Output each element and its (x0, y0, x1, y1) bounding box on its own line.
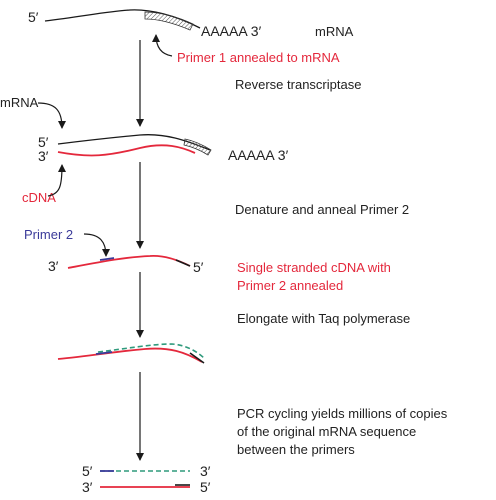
step2-five-prime-label: 5′ (38, 134, 49, 150)
step2-poly-a-tail: AAAAA 3′ (228, 147, 289, 163)
pcr-cycling-line2: of the original mRNA sequence (237, 424, 416, 439)
cdna-label: cDNA (22, 190, 56, 205)
step3-three-prime-label: 3′ (48, 258, 59, 274)
reverse-transcriptase-label: Reverse transcriptase (235, 77, 361, 92)
step1-mrna-label: mRNA (315, 24, 354, 39)
step3-five-prime-label: 5′ (193, 259, 204, 275)
step2-mrna-label: mRNA (0, 95, 39, 110)
primer2-label: Primer 2 (24, 227, 73, 242)
final-three-prime-right: 3′ (200, 463, 211, 479)
final-five-prime-left: 5′ (82, 463, 93, 479)
step1-five-prime-label: 5′ (28, 9, 39, 25)
cdna-pointer-arrow (47, 164, 66, 197)
primer1-label: Primer 1 annealed to mRNA (177, 50, 340, 65)
single-stranded-result-line1: Single stranded cDNA with (237, 260, 391, 275)
primer2-pointer-arrow (83, 233, 110, 257)
step4-primer1-end (189, 352, 205, 364)
step4-primer2 (95, 351, 113, 355)
elongate-taq-label: Elongate with Taq polymerase (237, 311, 410, 326)
step2-three-prime-label: 3′ (38, 148, 49, 164)
step3-primer2 (99, 257, 115, 261)
final-three-prime-left: 3′ (82, 479, 93, 495)
primer1-pointer-arrow (152, 34, 173, 57)
denature-anneal-label: Denature and anneal Primer 2 (235, 202, 409, 217)
step3-cdna-strand (67, 255, 191, 269)
primer1-hatched (144, 11, 194, 31)
pcr-cycling-line1: PCR cycling yields millions of copies (237, 406, 448, 421)
step2-primer1-hatched (183, 138, 212, 156)
step4-new-strand-dashed (97, 343, 205, 359)
step2-cdna-strand (57, 144, 196, 157)
step1-poly-a-tail: AAAAA 3′ (201, 23, 262, 39)
final-five-prime-right: 5′ (200, 479, 211, 495)
step3-primer1-end (175, 259, 191, 267)
step2-mrna-pointer-arrow (37, 102, 66, 129)
single-stranded-result-line2: Primer 2 annealed (237, 278, 343, 293)
step4-cdna-strand (57, 347, 203, 363)
pcr-cycling-line3: between the primers (237, 442, 355, 457)
